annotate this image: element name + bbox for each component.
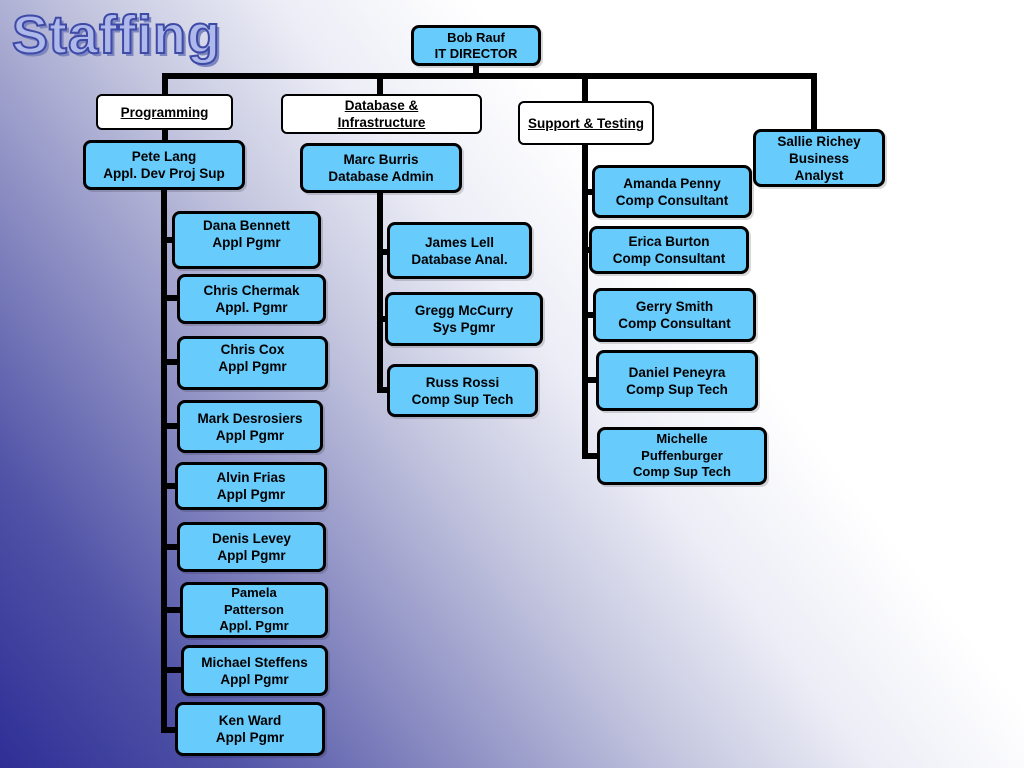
staff-programming-9: Ken Ward Appl Pgmr — [175, 702, 325, 756]
staff-database-1: James Lell Database Anal. — [387, 222, 532, 279]
lead-business-analyst: Sallie Richey Business Analyst — [753, 129, 885, 187]
staff-support-1: Amanda Penny Comp Consultant — [592, 165, 752, 218]
staff-programming-1: Dana Bennett Appl Pgmr — [172, 211, 321, 269]
staff-programming-8: Michael Steffens Appl Pgmr — [181, 645, 328, 696]
staff-programming-4: Mark Desrosiers Appl Pgmr — [177, 400, 323, 453]
staff-support-4: Daniel Peneyra Comp Sup Tech — [596, 350, 758, 411]
lead-programming: Pete Lang Appl. Dev Proj Sup — [83, 140, 245, 190]
staff-support-5: Michelle Puffenburger Comp Sup Tech — [597, 427, 767, 485]
staff-support-3: Gerry Smith Comp Consultant — [593, 288, 756, 342]
staff-programming-7: Pamela Patterson Appl. Pgmr — [180, 582, 328, 638]
page-title: Staffing — [11, 4, 221, 66]
staff-programming-2: Chris Chermak Appl. Pgmr — [177, 274, 326, 324]
dept-database: Database & Infrastructure — [281, 94, 482, 134]
staff-database-3: Russ Rossi Comp Sup Tech — [387, 364, 538, 417]
staff-programming-5: Alvin Frias Appl Pgmr — [175, 462, 327, 510]
staff-programming-6: Denis Levey Appl Pgmr — [177, 522, 326, 572]
staff-support-2: Erica Burton Comp Consultant — [589, 226, 749, 274]
dept-programming: Programming — [96, 94, 233, 130]
staff-database-2: Gregg McCurry Sys Pgmr — [385, 292, 543, 346]
lead-database: Marc Burris Database Admin — [300, 143, 462, 193]
staff-programming-3: Chris Cox Appl Pgmr — [177, 336, 328, 390]
dept-support: Support & Testing — [518, 101, 654, 145]
